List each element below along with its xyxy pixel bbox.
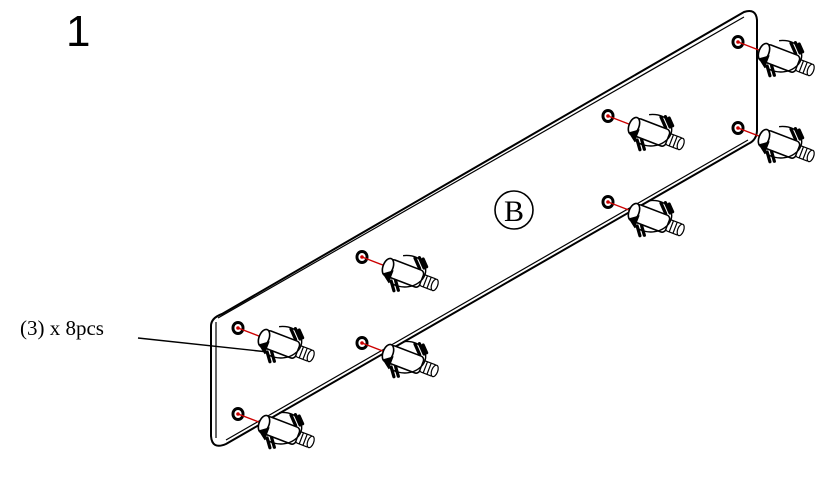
part-letter: B	[504, 195, 524, 228]
step-number: 1	[66, 7, 90, 56]
panel-b	[210, 10, 758, 447]
part-label: B	[494, 190, 534, 230]
callout-quantity: (3) x 8pcs	[20, 316, 104, 340]
callout-leader	[137, 337, 269, 353]
